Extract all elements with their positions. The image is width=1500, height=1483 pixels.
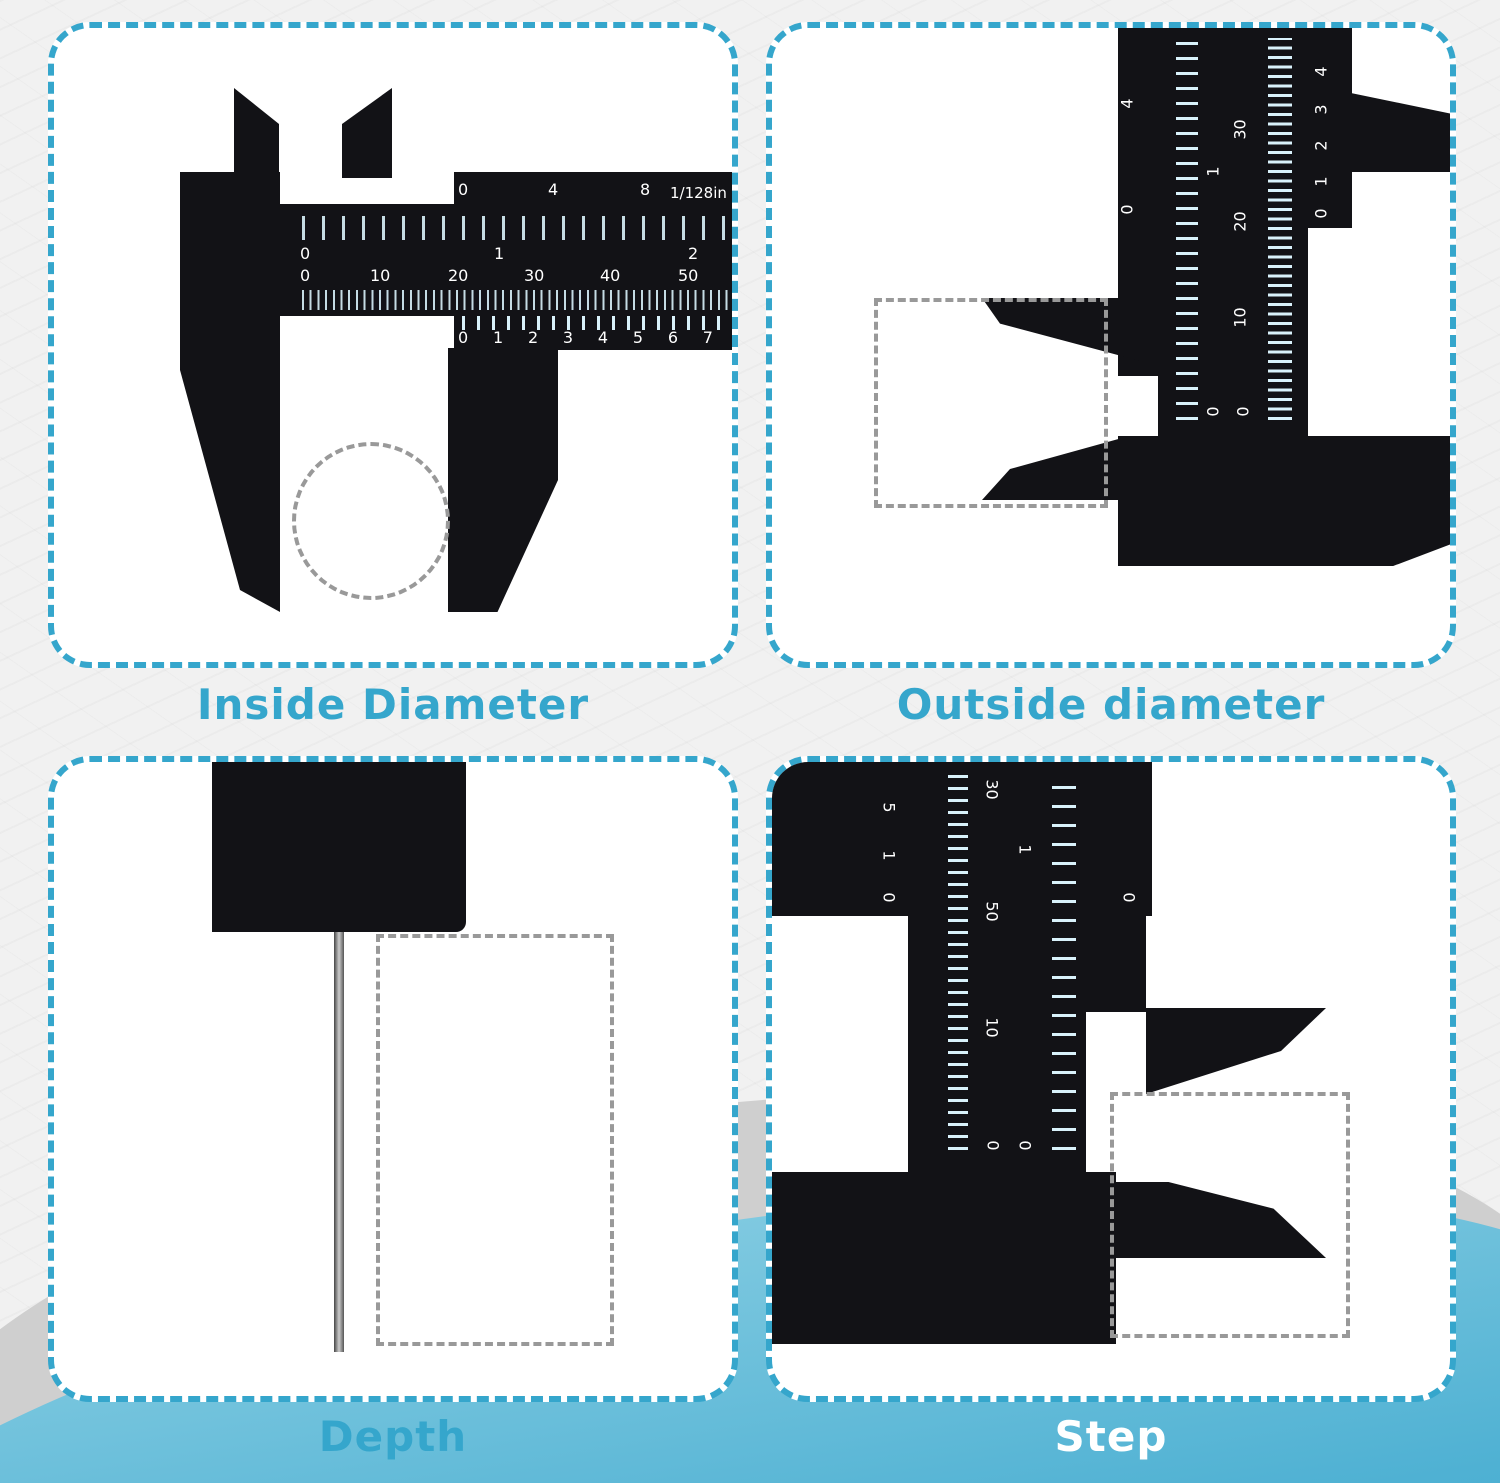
mm-label: 40 [600,266,621,285]
lower-sliding-jaw [448,348,558,612]
mm-ticks [302,290,732,310]
vernier-label: 5 [879,802,899,813]
inch-label: 0 [300,244,311,263]
vernier-inch-unit: 1/128in [670,184,727,202]
mm-label: 0 [300,266,311,285]
mm-label: 30 [1230,119,1250,140]
mm-label: 10 [1230,307,1250,328]
vernier-inch-label: 0 [458,180,469,199]
vernier-mm-ticks [462,316,732,330]
sliding-tab [1086,912,1146,1012]
caption-inside-diameter: Inside Diameter [196,680,590,729]
mm-label: 50 [678,266,699,285]
panel-step: 0 1 5 0 10 50 30 0 1 0 [766,756,1456,1402]
vernier-inch-label: 8 [640,180,651,199]
mm-label: 10 [370,266,391,285]
vernier-mm-label: 1 [1311,176,1331,187]
vernier-inch-label: 4 [1117,98,1137,109]
upper-jaw-right [1346,92,1450,172]
vernier-mm-label: 4 [1311,66,1331,77]
depth-rod [334,932,344,1352]
inch-label: 1 [1203,166,1223,177]
vernier-inch-label: 0 [1117,204,1137,215]
mm-label: 50 [982,901,1002,922]
panel-outside-diameter: 0 4 1 0 0 10 20 30 0 1 2 3 4 [766,22,1456,668]
step-guide-box [1110,1092,1350,1338]
upper-sliding-jaw [342,88,392,178]
inch-ticks [1052,770,1076,1150]
sliding-head [1118,28,1352,228]
caption-depth: Depth [318,1412,468,1461]
inch-ticks [302,216,732,240]
outside-diameter-guide-box [874,298,1108,508]
vernier-mm-label: 0 [1311,208,1331,219]
vernier-mm-label: 3 [1311,104,1331,115]
upper-fixed-jaw [234,88,279,178]
depth-guide-box [376,934,614,1346]
upper-step-jaw [1146,1008,1326,1094]
caption-outside-diameter: Outside diameter [896,680,1326,729]
panel-depth [48,756,738,1402]
vernier-mm-label: 2 [1311,140,1331,151]
inch-label: 2 [688,244,699,263]
panel-inside-diameter: 0 4 8 1/128in 0 1 2 0 10 20 30 40 50 0 1… [48,22,738,668]
mm-label: 30 [982,779,1002,800]
caliper-end-block [212,762,466,932]
inside-diameter-guide-circle [292,442,450,600]
inch-ticks [1176,38,1198,420]
fixed-jaw-body [180,172,280,612]
vernier-mm-labels: 0 1 2 3 4 5 6 7 8 [458,328,713,347]
mm-ticks [948,770,968,1150]
mm-label: 20 [1230,211,1250,232]
vernier-label: 0 [1119,892,1139,903]
inch-label: 0 [1015,1140,1035,1151]
vernier-label: 0 [879,892,899,903]
vernier-label: 1 [879,850,899,861]
mm-label: 0 [1233,406,1253,417]
fixed-body [772,1172,1116,1344]
mm-label: 10 [982,1017,1002,1038]
mm-label: 0 [983,1140,1003,1151]
inch-label: 0 [1203,406,1223,417]
mm-ticks [1268,38,1292,420]
caption-step: Step [1054,1412,1168,1461]
vernier-inch-label: 4 [548,180,559,199]
fixed-body [1118,436,1450,566]
mm-label: 30 [524,266,545,285]
mm-label: 20 [448,266,469,285]
inch-label: 1 [1015,844,1035,855]
inch-label: 1 [494,244,505,263]
